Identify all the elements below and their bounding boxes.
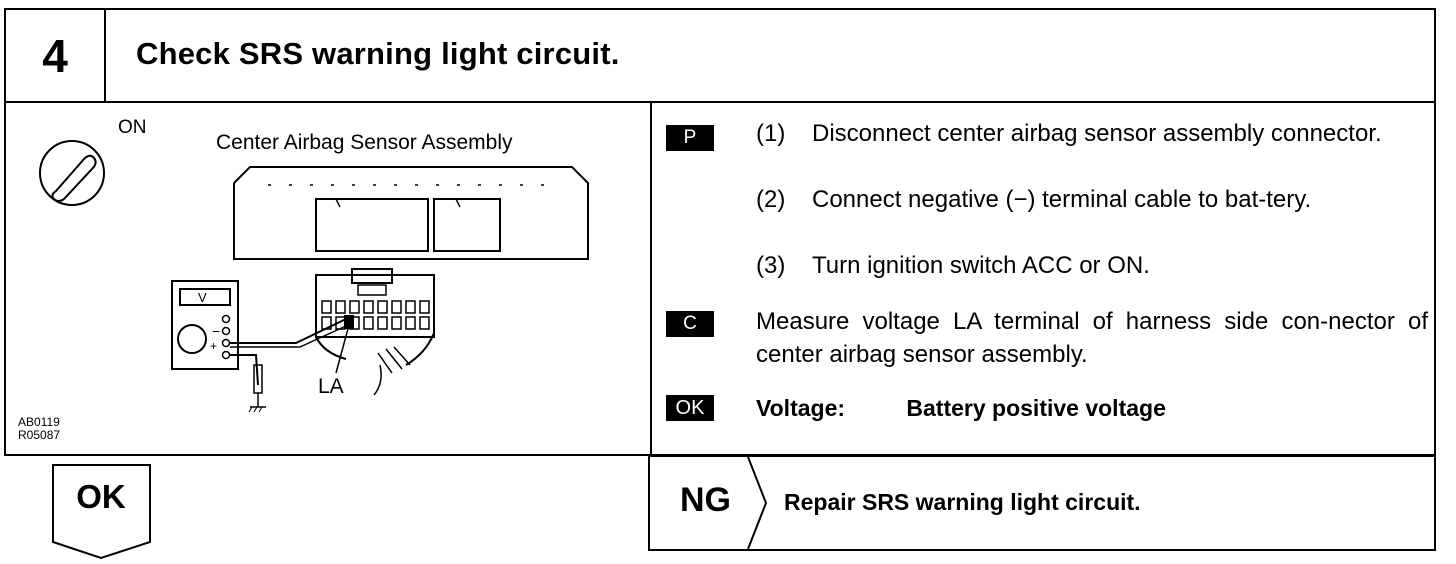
terminal-la-label: LA (318, 375, 344, 398)
measurement-diagram: − + V (39, 140, 589, 413)
instruction-step: (1) Disconnect center airbag sensor asse… (756, 117, 1428, 183)
meter-label: V (198, 290, 207, 305)
chevron-right-icon (747, 457, 768, 549)
harness-connector (315, 268, 435, 396)
result-value: Battery positive voltage (906, 395, 1166, 421)
measure-instruction: Measure voltage LA terminal of harness s… (756, 308, 1428, 368)
expected-result: Voltage: Battery positive voltage (756, 395, 1166, 422)
voltmeter-icon: − + V (171, 280, 239, 370)
step-text: Turn ignition switch ACC or ON. (812, 252, 1150, 279)
ignition-key-icon (39, 140, 105, 206)
sensor-assembly-shape (233, 166, 589, 260)
step-num: (2) (756, 186, 786, 213)
ok-arrow-shape (52, 464, 151, 560)
step-text: Connect negative (−) terminal cable to b… (812, 186, 1312, 213)
ng-outcome-box: NG Repair SRS warning light circuit. (648, 455, 1436, 551)
column-divider (650, 103, 652, 454)
ng-action-text: Repair SRS warning light circuit. (784, 489, 1141, 515)
plus-sign: + (210, 339, 217, 353)
ng-label: NG (680, 481, 731, 519)
page-title: Check SRS warning light circuit. (136, 36, 620, 71)
ignition-on-label: ON (118, 117, 147, 138)
test-leads (230, 318, 349, 413)
instruction-step: (2) Connect negative (−) terminal cable … (756, 183, 1428, 249)
wiring-figure: − + V ON Center Airbag Sensor Assembly L… (6, 103, 650, 454)
step-header: 4 Check SRS warning light circuit. (4, 8, 1436, 103)
check-badge: C (666, 311, 714, 337)
procedure-body: − + V ON Center Airbag Sensor Assembly L… (4, 101, 1436, 456)
step-num: (3) (756, 252, 786, 279)
prepare-badge: P (666, 125, 714, 151)
instructions-panel: P (1) Disconnect center airbag sensor as… (652, 103, 1434, 454)
result-label: Voltage: (756, 395, 846, 421)
step-num: (1) (756, 120, 786, 147)
la-pointer-line (335, 324, 350, 374)
ok-outcome-label: OK (76, 478, 126, 515)
step-number: 4 (6, 10, 106, 101)
sensor-assembly-label: Center Airbag Sensor Assembly (216, 131, 513, 154)
ok-badge: OK (666, 395, 714, 421)
figure-code: R05087 (18, 428, 61, 442)
instruction-step: (3) Turn ignition switch ACC or ON. (756, 249, 1428, 282)
figure-code: AB0119 (18, 415, 60, 429)
minus-sign: − (212, 323, 220, 339)
step-text: Disconnect center airbag sensor assembly… (812, 120, 1382, 147)
